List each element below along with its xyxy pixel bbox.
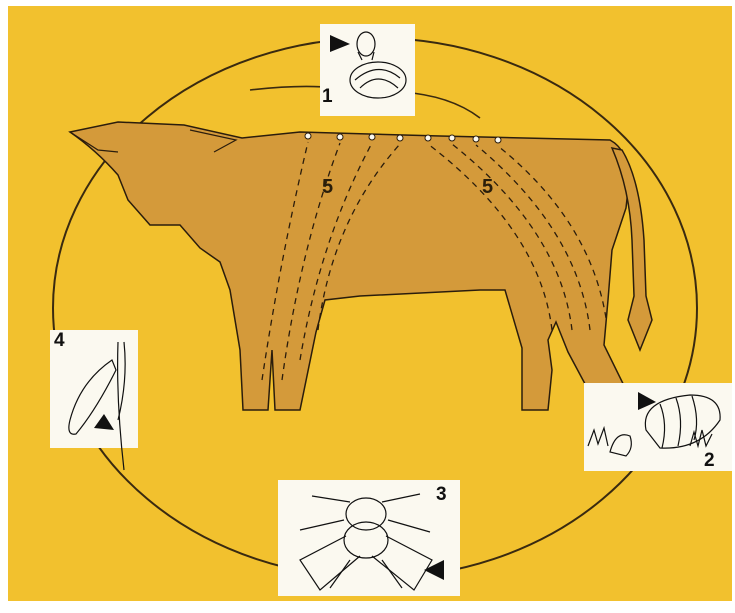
stage-panel-1: [320, 24, 415, 116]
stage-label-3: 3: [436, 484, 447, 506]
migration-label-left: 5: [322, 176, 333, 199]
stage-panel-3: [278, 480, 460, 596]
stage-label-1: 1: [322, 86, 333, 108]
migration-label-right: 5: [482, 176, 493, 199]
stage-label-2: 2: [704, 450, 715, 472]
stage-label-4: 4: [54, 330, 65, 352]
